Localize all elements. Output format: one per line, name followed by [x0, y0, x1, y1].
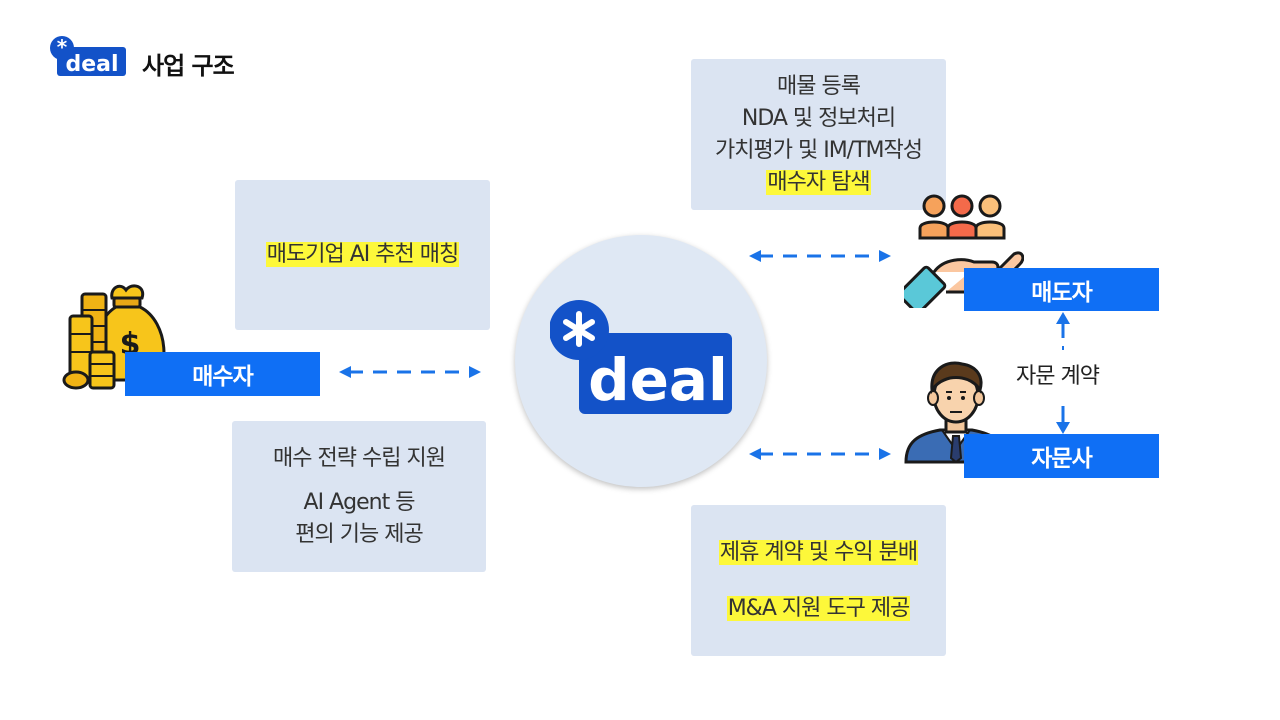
center-logo-text: deal [588, 346, 728, 414]
role-advisor: 자문사 [964, 434, 1159, 478]
seller-services-box: 매물 등록 NDA 및 정보처리 가치평가 및 IM/TM작성 매수자 탐색 [691, 59, 946, 210]
advisor-services-box: 제휴 계약 및 수익 분배 M&A 지원 도구 제공 [691, 505, 946, 656]
center-deal-logo: deal [550, 300, 732, 414]
role-buyer: 매수자 [125, 352, 320, 396]
seller-services-line3: 가치평가 및 IM/TM작성 [715, 137, 923, 163]
page-title: 사업 구조 [142, 52, 235, 80]
seller-services-line4: 매수자 탐색 [766, 169, 871, 195]
role-seller: 매도자 [964, 268, 1159, 311]
buyer-matching-text: 매도기업 AI 추천 매칭 [265, 242, 459, 267]
consult-contract-label: 자문 계약 [1016, 364, 1100, 389]
seller-services-line1: 매물 등록 [777, 73, 861, 99]
svg-text:*: * [57, 36, 68, 59]
consult-arrow [1056, 312, 1070, 434]
header-logo-text: deal [65, 52, 118, 76]
seller-services-line2: NDA 및 정보처리 [741, 105, 896, 131]
buyer-support-line2: AI Agent 등 [303, 489, 416, 515]
deal-logo: * deal [50, 36, 126, 76]
advisor-services-line2: M&A 지원 도구 제공 [726, 595, 911, 621]
buyer-support-box: 매수 전략 수립 지원 AI Agent 등 편의 기능 제공 [232, 421, 486, 572]
buyer-support-line3: 편의 기능 제공 [295, 521, 423, 547]
buyer-arrow [339, 366, 481, 378]
buyer-matching-box: 매도기업 AI 추천 매칭 [235, 180, 490, 330]
advisor-arrow [749, 448, 891, 460]
buyer-support-line1: 매수 전략 수립 지원 [273, 445, 446, 471]
advisor-services-line1: 제휴 계약 및 수익 분배 [718, 539, 918, 565]
seller-arrow [749, 250, 891, 262]
